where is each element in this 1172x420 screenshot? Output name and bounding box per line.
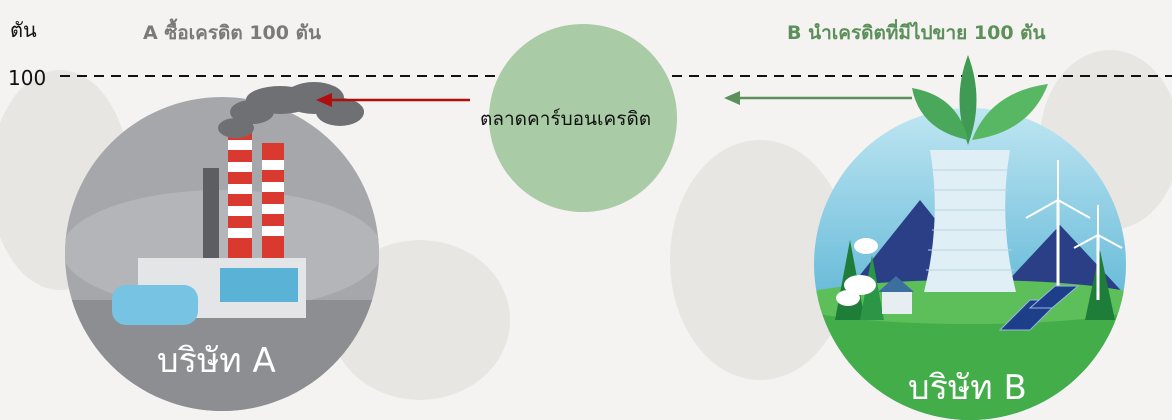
company-b-name: บริษัท B <box>908 368 1027 408</box>
solar-panel-icon <box>998 285 1080 331</box>
house-icon <box>878 276 914 314</box>
axis-tick-100: 100 <box>8 66 47 90</box>
smoke-cloud-icon <box>218 82 364 138</box>
factory-icon <box>112 122 306 325</box>
carbon-market-circle <box>489 24 677 212</box>
arrow-to-company-a <box>316 93 470 107</box>
carbon-market-label: ตลาดคาร์บอนเครดิต <box>480 108 652 130</box>
company-b-title: B นำเครดิตที่มีไปขาย 100 ตัน <box>787 22 1046 44</box>
company-a-name: บริษัท A <box>157 341 276 381</box>
axis-unit-label: ตัน <box>10 18 37 42</box>
steam-cloud-icon <box>836 238 878 306</box>
cooling-tower-icon <box>924 150 1016 292</box>
company-a-title: A ซื้อเครดิต 100 ตัน <box>143 22 321 44</box>
leaf-icon <box>912 55 1048 145</box>
wind-turbine-icon <box>1025 160 1123 300</box>
arrow-from-company-b <box>724 91 912 105</box>
